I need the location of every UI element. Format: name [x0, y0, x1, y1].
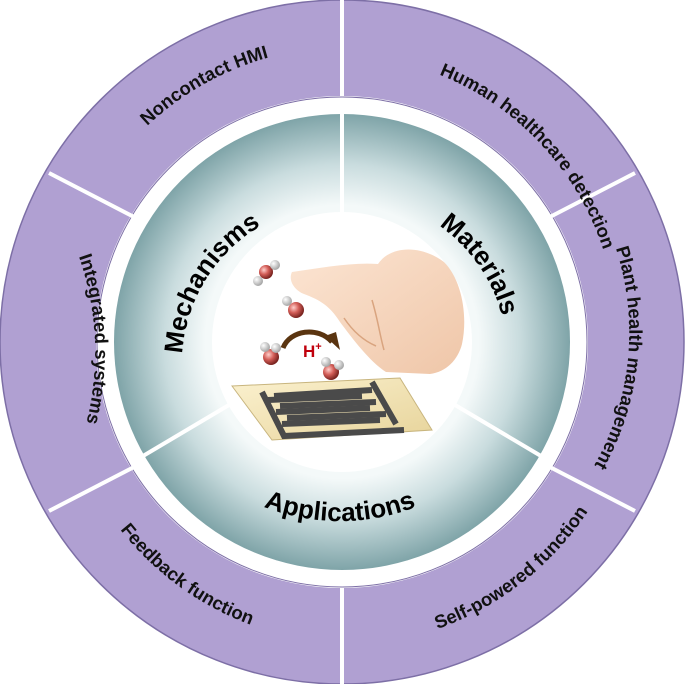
hand-icon	[290, 249, 465, 374]
sensor-board	[231, 377, 433, 441]
arrowhead-icon	[325, 332, 340, 350]
water-molecule-icon	[253, 260, 344, 380]
center-illustration: H+	[231, 249, 465, 441]
proton-label: H+	[303, 341, 322, 361]
